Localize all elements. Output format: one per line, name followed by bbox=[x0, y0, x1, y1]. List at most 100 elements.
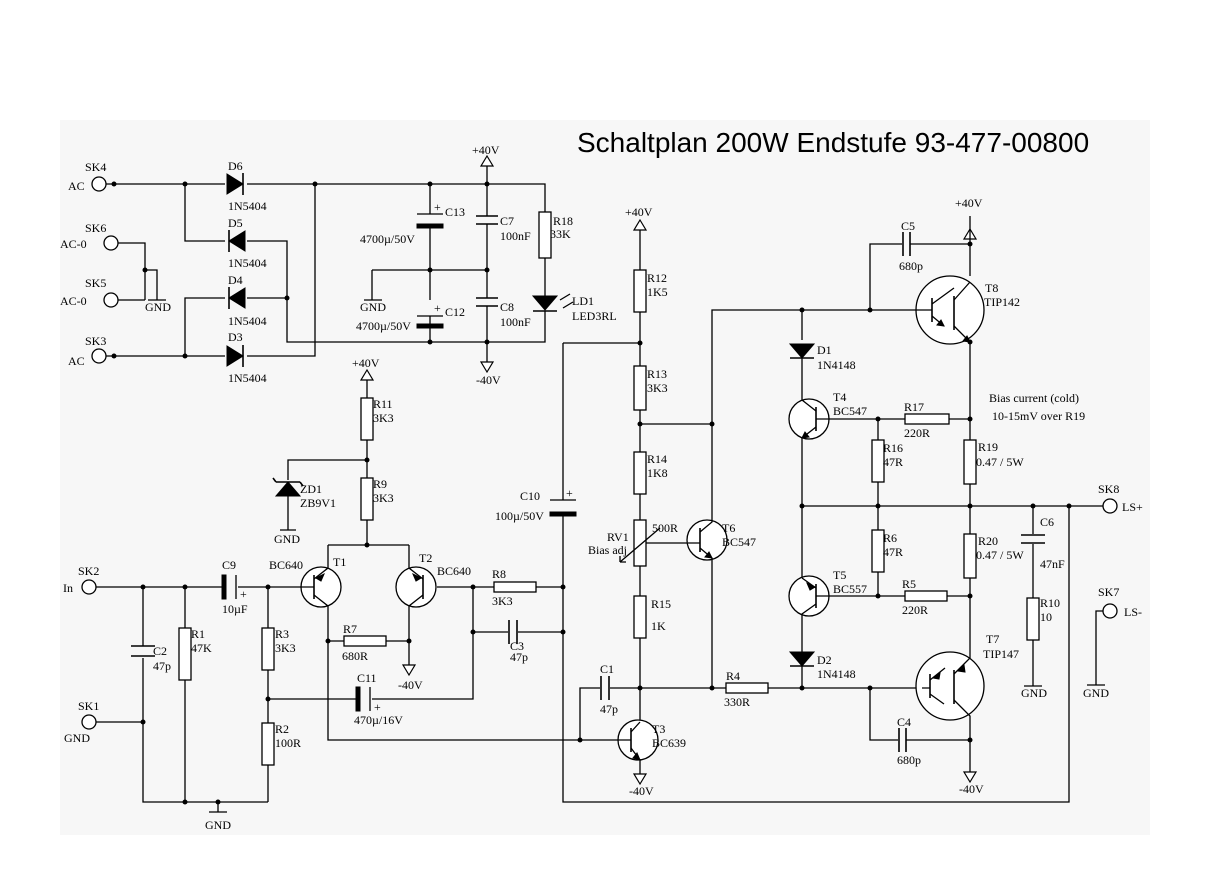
rail-neg-label: -40V bbox=[629, 784, 654, 798]
cap-ref: C1 bbox=[600, 662, 614, 676]
connector-sk1[interactable] bbox=[81, 714, 97, 730]
cap-ref: C4 bbox=[897, 715, 911, 729]
gnd-label: GND bbox=[145, 300, 171, 314]
svg-text:+: + bbox=[434, 301, 441, 315]
pot-note: Bias adj bbox=[588, 543, 627, 557]
driver-stage: + C10 100µ/50V +40V R12 1K5 R13 3K3 R14 … bbox=[495, 205, 1070, 803]
res-ref: R12 bbox=[647, 271, 667, 285]
rail-pos-label: +40V bbox=[955, 196, 983, 210]
svg-text:+: + bbox=[240, 587, 247, 601]
connector-label: AC bbox=[68, 179, 85, 193]
res-value: 0.47 / 5W bbox=[976, 455, 1024, 469]
diode-d3-symbol bbox=[226, 345, 244, 367]
cap-ref: C12 bbox=[445, 305, 465, 319]
res-value: 1K5 bbox=[647, 285, 668, 299]
cap-value: 4700µ/50V bbox=[356, 319, 411, 333]
res-value: 3K3 bbox=[373, 491, 394, 505]
res-value: 330R bbox=[724, 695, 750, 709]
cap-value: 470µ/16V bbox=[354, 713, 403, 727]
svg-text:+: + bbox=[374, 700, 381, 714]
transistor-type: BC639 bbox=[652, 736, 686, 750]
cap-value: 680p bbox=[899, 259, 923, 273]
connector-sk4[interactable] bbox=[91, 176, 107, 192]
gnd-label: GND bbox=[360, 300, 386, 314]
bias-note: 10-15mV over R19 bbox=[992, 409, 1085, 423]
schematic-title: Schaltplan 200W Endstufe 93-477-00800 bbox=[577, 127, 1089, 158]
connector-sk5[interactable] bbox=[103, 292, 119, 308]
cap-value: 680p bbox=[897, 753, 921, 767]
res-ref: R9 bbox=[373, 477, 387, 491]
connector-sk6[interactable] bbox=[103, 235, 119, 251]
res-ref: R2 bbox=[275, 722, 289, 736]
diode-ref: LD1 bbox=[572, 294, 594, 308]
res-value: 220R bbox=[902, 603, 928, 617]
sheet-background bbox=[60, 120, 1150, 835]
cap-ref: C2 bbox=[153, 644, 167, 658]
cap-value: 4700µ/50V bbox=[360, 232, 415, 246]
transistor-ref: T8 bbox=[985, 281, 998, 295]
res-ref: R20 bbox=[978, 534, 998, 548]
res-value: 1K bbox=[651, 619, 666, 633]
gnd-label: GND bbox=[1021, 686, 1047, 700]
res-ref: R14 bbox=[647, 452, 667, 466]
cap-ref: C6 bbox=[1040, 515, 1054, 529]
bias-note: Bias current (cold) bbox=[989, 391, 1079, 405]
connector-ref: SK5 bbox=[85, 276, 106, 290]
res-value: 3K3 bbox=[373, 411, 394, 425]
cap-value: 47p bbox=[510, 650, 528, 664]
connector-sk8[interactable] bbox=[1102, 498, 1118, 514]
diode-value: 1N5404 bbox=[228, 256, 267, 270]
res-value: 3K3 bbox=[647, 381, 668, 395]
svg-text:+: + bbox=[434, 200, 441, 214]
connector-ref: SK6 bbox=[85, 221, 106, 235]
diode-ref: ZD1 bbox=[300, 482, 322, 496]
cap-value: 100nF bbox=[500, 315, 531, 329]
res-value: 3K3 bbox=[492, 594, 513, 608]
transistor-t2-symbol bbox=[395, 566, 437, 608]
rail-pos-label: +40V bbox=[352, 356, 380, 370]
connector-sk3[interactable] bbox=[91, 348, 107, 364]
transistor-ref: T2 bbox=[419, 551, 432, 565]
input-stage: SK2 In SK1 GND GND C2 47p R1 47K + C9 10… bbox=[63, 356, 580, 832]
transistor-type: BC640 bbox=[437, 564, 471, 578]
res-value: 0.47 / 5W bbox=[976, 548, 1024, 562]
gnd-label: GND bbox=[1083, 686, 1109, 700]
cap-ref: C11 bbox=[357, 671, 377, 685]
connector-label: In bbox=[63, 581, 73, 595]
diode-d6-symbol bbox=[226, 173, 244, 195]
cap-value: 100nF bbox=[500, 229, 531, 243]
res-value: 33K bbox=[550, 227, 571, 241]
res-ref: R17 bbox=[904, 400, 924, 414]
diode-value: 1N4148 bbox=[817, 667, 856, 681]
res-ref: R16 bbox=[883, 441, 903, 455]
gnd-label: GND bbox=[274, 532, 300, 546]
res-ref: R4 bbox=[726, 669, 740, 683]
connector-ref: SK3 bbox=[85, 334, 106, 348]
res-value: 47R bbox=[883, 545, 903, 559]
transistor-type: TIP147 bbox=[983, 647, 1019, 661]
cap-value: 100µ/50V bbox=[495, 509, 544, 523]
transistor-ref: T1 bbox=[333, 555, 346, 569]
res-value: 47K bbox=[191, 641, 212, 655]
transistor-type: TIP142 bbox=[984, 295, 1020, 309]
diode-d4-symbol bbox=[228, 287, 246, 309]
cap-value: 47nF bbox=[1040, 557, 1065, 571]
connector-sk2[interactable] bbox=[81, 579, 97, 595]
rail-neg-label: -40V bbox=[476, 373, 501, 387]
diode-d5-symbol bbox=[228, 230, 246, 252]
cap-ref: C8 bbox=[500, 300, 514, 314]
transistor-type: BC547 bbox=[722, 535, 756, 549]
res-value: 100R bbox=[275, 736, 301, 750]
connector-sk7[interactable] bbox=[1102, 603, 1118, 619]
diode-ref: D5 bbox=[228, 216, 243, 230]
transistor-type: BC547 bbox=[833, 404, 867, 418]
res-ref: R19 bbox=[978, 440, 998, 454]
power-supply-section: SK4 AC SK6 AC-0 SK5 AC-0 SK3 AC GND D6 1… bbox=[60, 143, 617, 387]
connector-label: AC-0 bbox=[60, 294, 87, 308]
connector-label: LS+ bbox=[1122, 500, 1143, 514]
diode-value: 1N5404 bbox=[228, 314, 267, 328]
cap-value: 10µF bbox=[222, 602, 248, 616]
diode-ref: D6 bbox=[228, 159, 243, 173]
res-ref: R15 bbox=[651, 597, 671, 611]
